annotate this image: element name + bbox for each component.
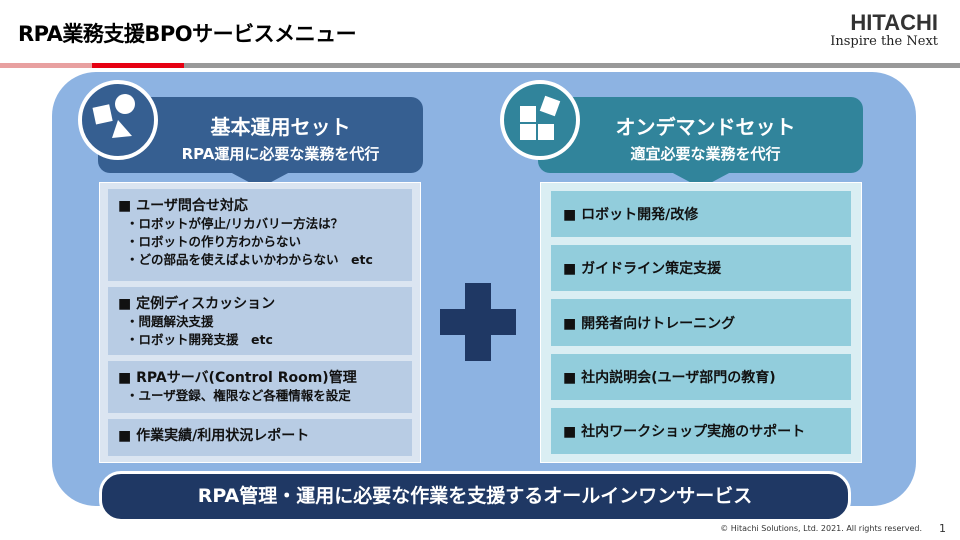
slide-title: RPA業務支援BPOサービスメニュー [18,22,357,46]
puzzle-icon [500,80,580,160]
hitachi-logo: HITACHI Inspire the Next [830,10,938,50]
copyright: © Hitachi Solutions, Ltd. 2021. All righ… [720,524,922,533]
item-heading: ■ ユーザ問合せ対応 [118,198,248,214]
basic-item-discussion: ■ 定例ディスカッション ・問題解決支援 ・ロボット開発支援 etc [108,287,412,355]
logo-tagline: Inspire the Next [830,34,938,49]
ondemand-item: ■ 社内ワークショップ実施のサポート [551,407,851,455]
item-detail: ・問題解決支援 [126,314,214,329]
plus-icon [440,283,516,361]
ondemand-item: ■ 社内説明会(ユーザ部門の教育) [551,353,851,400]
item-heading: ■ 作業実績/利用状況レポート [118,428,310,444]
item-detail: ・ロボットが停止/リカバリー方法は？ [126,216,344,231]
basic-item-inquiry: ■ ユーザ問合せ対応 ・ロボットが停止/リカバリー方法は？ ・ロボットの作り方わ… [108,189,412,281]
basic-item-server: ■ RPAサーバ(Control Room)管理 ・ユーザ登録、権限など各種情報… [108,361,412,413]
basic-set-list: ■ ユーザ問合せ対応 ・ロボットが停止/リカバリー方法は？ ・ロボットの作り方わ… [99,182,421,463]
divider-red [92,63,184,68]
item-heading: ■ RPAサーバ(Control Room)管理 [118,370,357,386]
shapes-icon [78,80,158,160]
item-detail: ・ユーザ登録、権限など各種情報を設定 [126,388,351,403]
item-detail: ・どの部品を使えばよいかわからない etc [126,252,373,267]
ondemand-item: ■ ロボット開発/改修 [551,191,851,238]
logo-brand: HITACHI [850,10,938,35]
divider-light-red [0,63,92,68]
basic-set-title: 基本運用セット [210,115,351,139]
item-detail: ・ロボット開発支援 etc [126,332,273,347]
ondemand-set-list: ■ ロボット開発/改修 ■ ガイドライン策定支援 ■ 開発者向けトレーニング ■… [540,182,862,463]
ondemand-item: ■ ガイドライン策定支援 [551,245,851,292]
basic-item-report: ■ 作業実績/利用状況レポート [108,419,412,456]
divider-gray [184,63,960,68]
ondemand-set-header: オンデマンドセット 適宜必要な業務を代行 [538,97,863,173]
page-number: 1 [939,522,946,535]
item-heading: ■ 定例ディスカッション [118,296,276,312]
ondemand-set-subtitle: 適宜必要な業務を代行 [630,145,781,163]
ondemand-set-title: オンデマンドセット [615,115,796,139]
basic-set-subtitle: RPA運用に必要な業務を代行 [181,145,380,163]
item-detail: ・ロボットの作り方わからない [126,234,302,249]
summary-banner: RPA管理・運用に必要な作業を支援するオールインワンサービス [99,471,851,522]
ondemand-item: ■ 開発者向けトレーニング [551,299,851,346]
